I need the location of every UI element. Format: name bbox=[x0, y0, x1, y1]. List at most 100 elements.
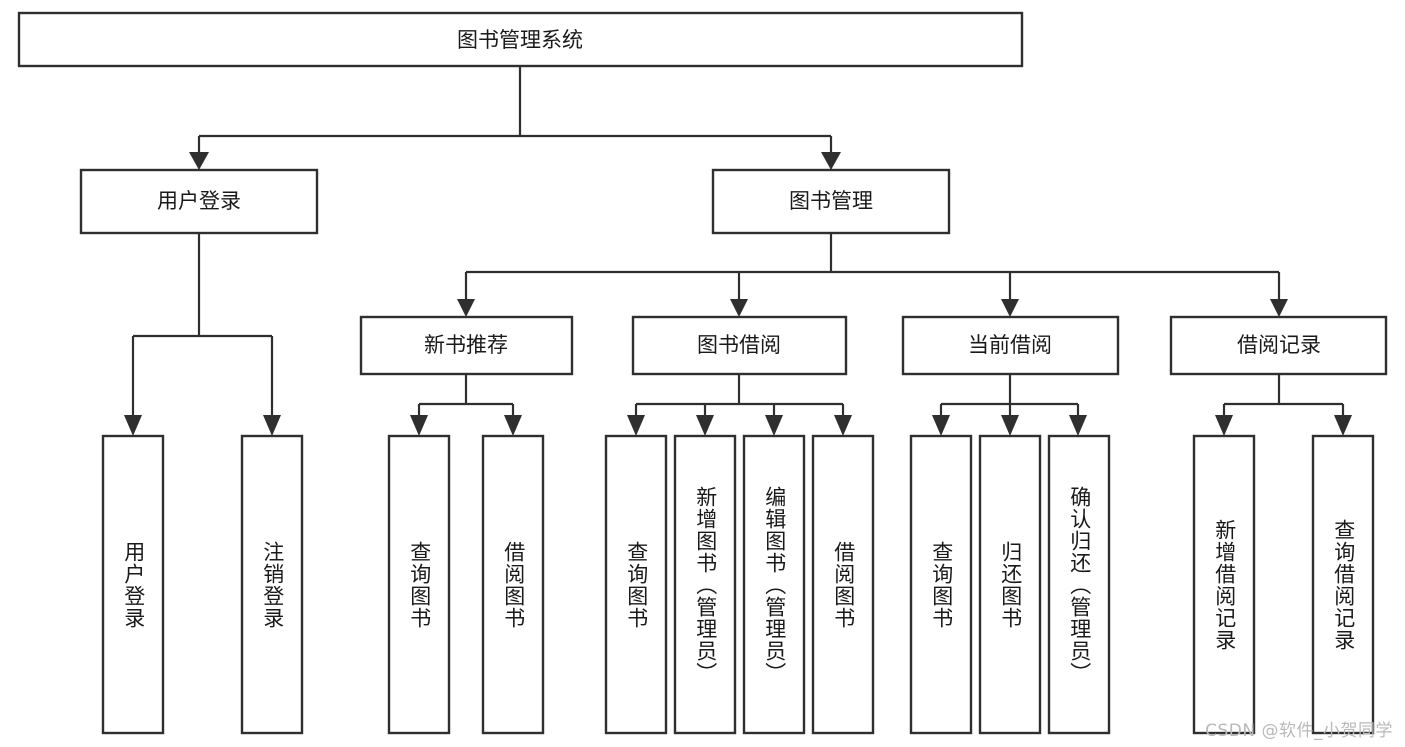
leaf-return-book-text-area: 归还图书 bbox=[998, 540, 1023, 629]
leaf-node-user-login[interactable]: 用户登录 bbox=[101, 434, 165, 735]
arrow-head-leaf-logout-login bbox=[263, 415, 281, 436]
arrow-head-leaf-borrow-book-1 bbox=[504, 415, 522, 436]
leaf-borrow-book-1-text-area: 借阅图书 bbox=[501, 540, 526, 629]
node-borrow-record-box bbox=[1169, 315, 1388, 376]
arrow-head-leaf-add-book bbox=[696, 415, 714, 436]
leaf-user-login-text-area: 用户登录 bbox=[121, 540, 146, 629]
leaf-node-query-book-2[interactable]: 查询图书 bbox=[604, 434, 668, 735]
connectors-new-book-recommend-to-leaves bbox=[410, 374, 522, 436]
leaf-borrow-book-1-box bbox=[481, 434, 545, 735]
leaf-add-book-label: 新增图书（管理员） bbox=[693, 485, 718, 684]
leaf-query-book-2-text-area: 查询图书 bbox=[624, 540, 649, 629]
arrow-head-leaf-borrow-book-2 bbox=[834, 415, 852, 436]
leaf-logout-login-text-area: 注销登录 bbox=[260, 540, 285, 629]
leaf-add-record-text-area: 新增借阅记录 bbox=[1212, 518, 1237, 651]
leaf-node-logout-login[interactable]: 注销登录 bbox=[240, 434, 304, 735]
arrow-head-book-borrow bbox=[730, 299, 748, 317]
leaf-node-query-book-1[interactable]: 查询图书 bbox=[387, 434, 451, 735]
arrow-head-leaf-query-book-3 bbox=[932, 415, 950, 436]
leaf-query-record-box bbox=[1311, 434, 1375, 735]
leaf-add-record-box bbox=[1192, 434, 1256, 735]
connectors-book-borrow-to-leaves bbox=[627, 374, 852, 436]
node-new-book-recommend[interactable]: 新书推荐 bbox=[359, 315, 574, 376]
arrow-head-leaf-query-book-2 bbox=[627, 415, 645, 436]
leaf-add-book-box bbox=[673, 434, 737, 735]
leaf-node-add-book[interactable]: 新增图书（管理员） bbox=[673, 434, 737, 735]
leaf-logout-login-box bbox=[240, 434, 304, 735]
leaf-query-book-3-box bbox=[909, 434, 973, 735]
leaf-borrow-book-2-box bbox=[811, 434, 875, 735]
leaf-user-login-label: 用户登录 bbox=[121, 540, 146, 629]
node-book-borrow-box bbox=[631, 315, 848, 376]
arrow-head-borrow-record bbox=[1270, 299, 1288, 317]
arrow-head-leaf-confirm-return bbox=[1069, 415, 1087, 436]
node-book-management-box bbox=[711, 168, 951, 235]
arrow-head-book-management bbox=[821, 152, 841, 170]
node-user-login-box bbox=[79, 168, 319, 235]
node-new-book-recommend-box bbox=[359, 315, 574, 376]
leaf-node-return-book[interactable]: 归还图书 bbox=[978, 434, 1042, 735]
node-current-borrow[interactable]: 当前借阅 bbox=[901, 315, 1120, 376]
arrow-head-leaf-add-record bbox=[1215, 415, 1233, 436]
connectors-current-borrow-to-leaves bbox=[932, 374, 1087, 436]
leaf-query-record-text-area: 查询借阅记录 bbox=[1331, 518, 1356, 651]
leaf-node-query-record[interactable]: 查询借阅记录 bbox=[1311, 434, 1375, 735]
node-current-borrow-label: 当前借阅 bbox=[968, 333, 1052, 357]
leaf-node-add-record[interactable]: 新增借阅记录 bbox=[1192, 434, 1256, 735]
leaf-return-book-box bbox=[978, 434, 1042, 735]
leaf-query-record-label: 查询借阅记录 bbox=[1331, 518, 1356, 651]
leaf-confirm-return-label: 确认归还（管理员） bbox=[1067, 485, 1092, 684]
leaf-logout-login-label: 注销登录 bbox=[260, 540, 285, 629]
leaf-node-borrow-book-1[interactable]: 借阅图书 bbox=[481, 434, 545, 735]
node-borrow-record-label: 借阅记录 bbox=[1237, 333, 1321, 357]
leaf-borrow-book-2-text-area: 借阅图书 bbox=[831, 540, 856, 629]
connectors-book-management-to-level3 bbox=[457, 233, 1288, 317]
leaf-node-borrow-book-2[interactable]: 借阅图书 bbox=[811, 434, 875, 735]
leaf-borrow-book-2-label: 借阅图书 bbox=[831, 540, 856, 629]
leaf-user-login-box bbox=[101, 434, 165, 735]
node-book-borrow-label: 图书借阅 bbox=[697, 333, 781, 357]
leaf-query-book-1-label: 查询图书 bbox=[407, 540, 432, 629]
leaf-node-query-book-3[interactable]: 查询图书 bbox=[909, 434, 973, 735]
leaf-node-edit-book[interactable]: 编辑图书（管理员） bbox=[742, 434, 806, 735]
arrow-head-user-login bbox=[189, 152, 209, 170]
leaf-edit-book-box bbox=[742, 434, 806, 735]
node-book-management-label: 图书管理 bbox=[789, 189, 873, 213]
arrow-head-leaf-query-record bbox=[1334, 415, 1352, 436]
leaf-borrow-book-1-label: 借阅图书 bbox=[501, 540, 526, 629]
arrow-head-leaf-user-login bbox=[124, 415, 142, 436]
node-new-book-recommend-label: 新书推荐 bbox=[424, 333, 508, 357]
leaf-add-book-text-area: 新增图书（管理员） bbox=[693, 485, 718, 684]
leaf-query-book-1-text-area: 查询图书 bbox=[407, 540, 432, 629]
connectors-root-to-level2 bbox=[189, 66, 841, 170]
node-book-management[interactable]: 图书管理 bbox=[711, 168, 951, 235]
node-root[interactable]: 图书管理系统 bbox=[17, 11, 1024, 68]
leaf-query-book-2-label: 查询图书 bbox=[624, 540, 649, 629]
leaf-query-book-1-box bbox=[387, 434, 451, 735]
leaf-query-book-3-label: 查询图书 bbox=[929, 540, 954, 629]
leaf-confirm-return-box bbox=[1047, 434, 1111, 735]
node-current-borrow-box bbox=[901, 315, 1120, 376]
arrow-head-leaf-return-book bbox=[1001, 415, 1019, 436]
node-book-borrow[interactable]: 图书借阅 bbox=[631, 315, 848, 376]
leaf-query-book-3-text-area: 查询图书 bbox=[929, 540, 954, 629]
leaf-node-confirm-return[interactable]: 确认归还（管理员） bbox=[1047, 434, 1111, 735]
leaf-return-book-label: 归还图书 bbox=[998, 540, 1023, 629]
arrow-head-leaf-query-book-1 bbox=[410, 415, 428, 436]
leaf-add-record-label: 新增借阅记录 bbox=[1212, 518, 1237, 651]
node-borrow-record[interactable]: 借阅记录 bbox=[1169, 315, 1388, 376]
arrow-head-new-book-recommend bbox=[457, 299, 475, 317]
node-root-label: 图书管理系统 bbox=[457, 28, 583, 52]
node-user-login-label: 用户登录 bbox=[157, 189, 241, 213]
arrow-head-current-borrow bbox=[1001, 299, 1019, 317]
leaf-confirm-return-text-area: 确认归还（管理员） bbox=[1067, 485, 1092, 684]
connectors-user-login-to-leaves bbox=[124, 233, 281, 436]
connectors-borrow-record-to-leaves bbox=[1215, 374, 1352, 436]
leaf-query-book-2-box bbox=[604, 434, 668, 735]
node-user-login[interactable]: 用户登录 bbox=[79, 168, 319, 235]
leaf-edit-book-label: 编辑图书（管理员） bbox=[762, 485, 787, 684]
node-root-box bbox=[17, 11, 1024, 68]
leaf-edit-book-text-area: 编辑图书（管理员） bbox=[762, 485, 787, 684]
